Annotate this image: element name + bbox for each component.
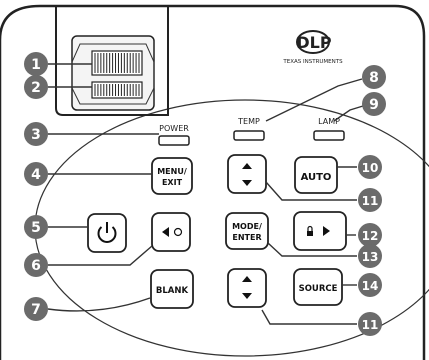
callout-12: 12 <box>358 223 382 247</box>
callout-number: 13 <box>362 250 379 264</box>
power-indicator-light <box>158 135 190 146</box>
auto-button[interactable]: AUTO <box>294 156 338 194</box>
callout-11: 11 <box>358 188 382 212</box>
callout-7: 7 <box>24 297 48 321</box>
zoom-ring <box>91 50 143 76</box>
callout-13: 13 <box>358 244 382 268</box>
menu-exit-label-line2: EXIT <box>162 178 183 187</box>
callout-3: 3 <box>24 122 48 146</box>
callout-number: 10 <box>362 161 379 175</box>
temp-indicator-light <box>233 130 265 141</box>
callout-8: 8 <box>362 65 386 89</box>
blank-button[interactable]: BLANK <box>150 269 194 309</box>
auto-label: AUTO <box>301 172 332 183</box>
source-button[interactable]: SOURCE <box>293 268 343 306</box>
mode-enter-label-line2: ENTER <box>232 233 261 242</box>
callout-10: 10 <box>358 155 382 179</box>
callout-6: 6 <box>24 253 48 277</box>
mode-enter-button[interactable]: MODE/ ENTER <box>225 212 269 250</box>
callout-number: 11 <box>362 194 379 208</box>
callout-number: 11 <box>362 318 379 332</box>
dlp-logo-text: DLP <box>296 33 331 52</box>
callout-number: 4 <box>31 167 41 183</box>
up-button[interactable] <box>227 154 267 194</box>
lamp-indicator-light <box>313 130 345 141</box>
mode-enter-label-line1: MODE/ <box>232 222 262 231</box>
keystone-up-arrow-icon <box>242 276 252 282</box>
callout-lines <box>47 63 364 325</box>
left-arrow-icon <box>162 227 169 237</box>
timer-icon <box>173 227 183 237</box>
callout-number: 2 <box>31 80 41 96</box>
callout-number: 12 <box>362 229 379 243</box>
focus-ring <box>91 81 143 99</box>
callout-2: 2 <box>24 75 48 99</box>
callout-number: 3 <box>31 127 41 143</box>
right-arrow-icon <box>323 226 330 236</box>
blank-label: BLANK <box>156 286 189 296</box>
temp-indicator-label: TEMP <box>237 117 260 126</box>
callout-4: 4 <box>24 162 48 186</box>
down-button[interactable] <box>227 268 267 308</box>
callout-14: 14 <box>358 273 382 297</box>
callout-number: 8 <box>369 70 379 86</box>
callout-number: 5 <box>31 220 41 236</box>
up-arrow-icon <box>242 163 252 169</box>
callout-number: 1 <box>31 57 41 73</box>
power-indicator-label: POWER <box>159 124 189 133</box>
panel-outline <box>0 4 426 360</box>
callout-number: 9 <box>369 97 379 113</box>
right-lock-button[interactable] <box>293 211 347 251</box>
power-button[interactable] <box>87 213 127 253</box>
callout-15: 11 <box>358 312 382 336</box>
dlp-logo-subtext: TEXAS INSTRUMENTS <box>282 59 343 65</box>
callout-number: 7 <box>31 302 41 318</box>
down-arrow-icon <box>242 293 252 299</box>
menu-exit-button[interactable]: MENU/ EXIT <box>151 157 193 195</box>
menu-exit-label-line1: MENU/ <box>157 167 187 176</box>
callout-1: 1 <box>24 52 48 76</box>
lamp-indicator-label: LAMP <box>318 117 340 126</box>
lock-icon <box>307 231 313 236</box>
dlp-logo: DLP TEXAS INSTRUMENTS <box>282 30 343 65</box>
callout-number: 6 <box>31 258 41 274</box>
power-icon <box>97 226 117 243</box>
source-label: SOURCE <box>299 284 338 294</box>
callout-5: 5 <box>24 215 48 239</box>
keystone-down-arrow-icon <box>242 180 252 186</box>
callout-number: 14 <box>362 279 379 293</box>
callout-9: 9 <box>362 92 386 116</box>
left-button[interactable] <box>151 212 191 252</box>
